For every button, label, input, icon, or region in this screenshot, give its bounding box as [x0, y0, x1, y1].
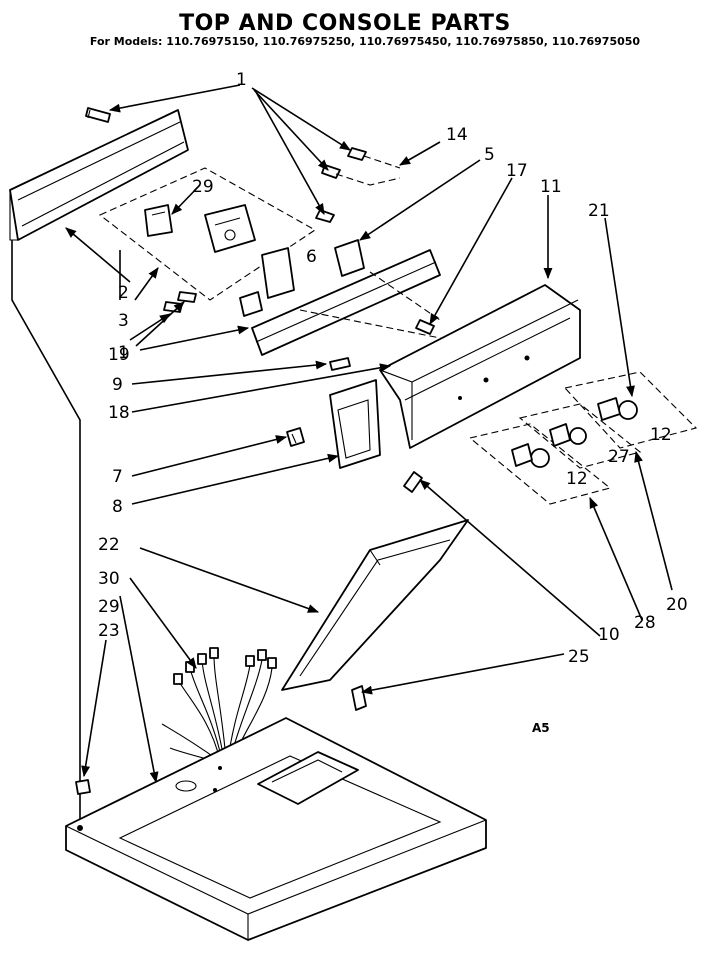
lint-filter	[281, 519, 469, 691]
knob-upper	[597, 397, 638, 421]
callout-19: 19	[108, 345, 130, 365]
callout-12-upper: 12	[650, 425, 672, 445]
knob-7	[286, 427, 305, 447]
rear-bracket	[9, 109, 189, 241]
callout-29-lower: 29	[98, 597, 120, 617]
screw-23	[75, 779, 91, 795]
callout-25: 25	[568, 647, 590, 667]
terminal-block	[261, 247, 295, 299]
clip-5	[239, 291, 263, 317]
callout-28: 28	[634, 613, 656, 633]
callout-1-lower: 1	[118, 343, 129, 363]
outline-left	[11, 240, 81, 830]
top-panel	[65, 717, 487, 941]
screw-group	[315, 147, 367, 223]
callout-7: 7	[112, 467, 123, 487]
sheet-code: A5	[532, 721, 550, 735]
callout-27: 27	[608, 447, 630, 467]
timer-switch	[204, 204, 256, 253]
callout-30: 30	[98, 569, 120, 589]
screw-25	[351, 685, 367, 711]
screw-hole-line	[335, 173, 401, 186]
screw-rear-bracket	[85, 107, 111, 123]
leader-lines	[65, 84, 673, 784]
callout-6: 6	[306, 247, 317, 267]
control-box-outline	[98, 167, 317, 301]
callout-9: 9	[112, 375, 123, 395]
clip-6	[334, 239, 365, 277]
callout-3: 3	[118, 311, 129, 331]
brace-dash-2	[369, 271, 441, 321]
callout-10: 10	[598, 625, 620, 645]
brace-dash	[299, 309, 451, 341]
callout-23: 23	[98, 621, 120, 641]
callouts: 1 1 2 3 5 6 7 8 9 10 11 12 12 14 17 18 1…	[98, 70, 688, 667]
callout-18: 18	[108, 403, 130, 423]
callout-14: 14	[446, 125, 468, 145]
console-brace	[251, 249, 441, 356]
knob-middle	[549, 423, 587, 447]
callout-17: 17	[506, 161, 528, 181]
callout-12-lower: 12	[566, 469, 588, 489]
control-console	[379, 284, 581, 449]
callout-20: 20	[666, 595, 688, 615]
switch-small	[144, 204, 173, 237]
callout-22: 22	[98, 535, 120, 555]
page-title: TOP AND CONSOLE PARTS	[179, 11, 511, 36]
callout-8: 8	[112, 497, 123, 517]
callout-21: 21	[588, 201, 610, 221]
screw-lower	[163, 291, 197, 313]
knob-lower	[511, 443, 550, 468]
knob-panel-upper	[563, 371, 698, 449]
callout-2: 2	[118, 283, 129, 303]
callout-29-top: 29	[192, 177, 214, 197]
models-list: 110.76975150, 110.76975250, 110.76975450…	[166, 35, 640, 48]
models-line: For Models: 110.76975150, 110.76975250, …	[90, 35, 641, 48]
callout-11: 11	[540, 177, 562, 197]
models-prefix: For Models:	[90, 35, 162, 48]
screw-17	[415, 319, 435, 335]
end-cap	[329, 379, 381, 469]
callout-5: 5	[484, 145, 495, 165]
callout-1-top: 1	[236, 70, 247, 90]
screw-10	[403, 471, 423, 493]
screw-hole-line-2	[363, 155, 401, 169]
screw-9	[329, 357, 351, 371]
